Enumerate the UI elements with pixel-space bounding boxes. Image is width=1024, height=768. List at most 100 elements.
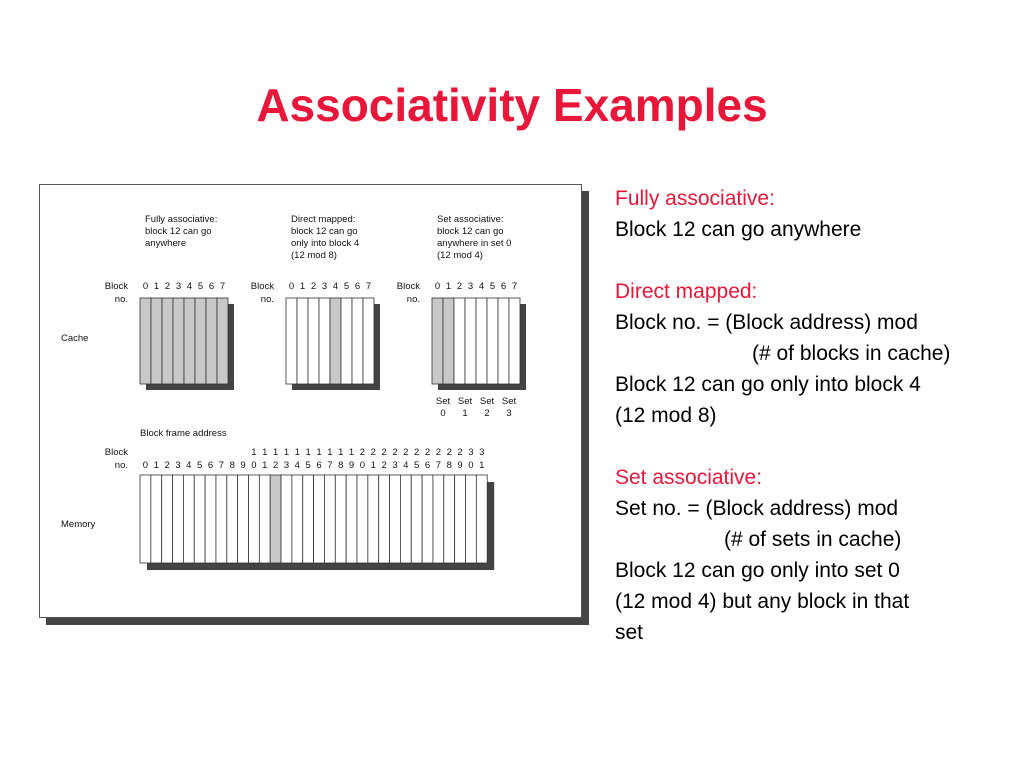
- memory-tens-digit-24: 2: [403, 447, 408, 458]
- cache-0-block-label: Block: [105, 281, 128, 292]
- memory-ones-digit-15: 5: [306, 460, 311, 471]
- memory-block-6: [204, 474, 217, 564]
- memory-block-10: [248, 474, 260, 564]
- memory-block-22: [378, 474, 390, 564]
- cache-2-block-3: [464, 297, 477, 385]
- memory-block-29: [454, 474, 466, 564]
- memory-block-21: [367, 474, 380, 564]
- memory-ones-digit-17: 7: [327, 460, 332, 471]
- cache-0-block-3: [172, 297, 185, 385]
- cache-1-no-label: no.: [261, 294, 274, 305]
- memory-tens-digit-17: 1: [327, 447, 332, 458]
- memory-ones-digit-4: 4: [186, 460, 191, 471]
- set-2-label: Set: [480, 396, 495, 407]
- cache-0-block-1: [150, 297, 163, 385]
- cache-1-block-7: [362, 297, 375, 385]
- memory-block-2: [161, 474, 173, 564]
- cache-1-block-6: [351, 297, 364, 385]
- cache-1-block-1: [296, 297, 309, 385]
- memory-block-23: [389, 474, 401, 564]
- memory-ones-digit-8: 8: [230, 460, 235, 471]
- cache-2-block-number-7: 7: [512, 281, 517, 292]
- memory-block-31: [475, 474, 488, 564]
- memory-tens-digit-30: 3: [468, 447, 473, 458]
- cache-1-block-number-7: 7: [366, 281, 371, 292]
- cache-2-no-label: no.: [407, 294, 420, 305]
- memory-block-25: [410, 474, 423, 564]
- memory-block-20: [356, 474, 369, 564]
- set-associative-heading: Set associative:: [615, 466, 763, 489]
- memory-block-16: [313, 474, 325, 564]
- cache-2-block-7: [508, 297, 521, 385]
- memory-ones-digit-31: 1: [479, 460, 484, 471]
- memory-tens-digit-16: 1: [316, 447, 321, 458]
- memory-ones-digit-29: 9: [457, 460, 462, 471]
- cache-0-block-number-1: 1: [154, 281, 159, 292]
- memory-tens-digit-11: 1: [262, 447, 267, 458]
- memory-ones-digit-6: 6: [208, 460, 213, 471]
- cache-0-block-number-3: 3: [176, 281, 181, 292]
- memory-ones-digit-28: 8: [447, 460, 452, 471]
- cache-2-caption-line-1: block 12 can go: [437, 226, 504, 237]
- cache-1-block-number-2: 2: [311, 281, 316, 292]
- cache-0-block-number-7: 7: [220, 281, 225, 292]
- memory-block-15: [302, 474, 315, 564]
- memory-tens-digit-25: 2: [414, 447, 419, 458]
- memory-ones-digit-0: 0: [143, 460, 148, 471]
- memory-block-0: [139, 474, 152, 564]
- memory-ones-digit-13: 3: [284, 460, 289, 471]
- memory-ones-digit-3: 3: [175, 460, 180, 471]
- memory-tens-digit-21: 2: [371, 447, 376, 458]
- direct-mapped-line-1: Block no. = (Block address) mod: [615, 311, 918, 334]
- memory-label: Memory: [61, 519, 96, 530]
- cache-1-block-2: [307, 297, 320, 385]
- cache-0-block-0: [139, 297, 152, 385]
- memory-block-14: [291, 474, 304, 564]
- cache-0-caption-line-1: block 12 can go: [145, 226, 212, 237]
- memory-block-7: [215, 474, 228, 564]
- direct-mapped-line-3: Block 12 can go only into block 4: [615, 373, 921, 396]
- cache-2-block-2: [453, 297, 466, 385]
- cache-2-block-number-4: 4: [479, 281, 484, 292]
- memory-block-9: [237, 474, 249, 564]
- memory-block-11: [258, 474, 271, 564]
- cache-0-block-6: [205, 297, 218, 385]
- memory-tens-digit-23: 2: [392, 447, 397, 458]
- memory-ones-digit-16: 6: [316, 460, 321, 471]
- memory-tens-digit-19: 1: [349, 447, 354, 458]
- cache-2-block-number-0: 0: [435, 281, 440, 292]
- cache-2-block-number-5: 5: [490, 281, 495, 292]
- cache-1-block-5: [340, 297, 353, 385]
- cache-2-block-number-3: 3: [468, 281, 473, 292]
- memory-ones-digit-5: 5: [197, 460, 202, 471]
- set-0-number: 0: [440, 408, 445, 419]
- memory-ones-digit-25: 5: [414, 460, 419, 471]
- cache-2-block-label: Block: [397, 281, 420, 292]
- memory-tens-digit-26: 2: [425, 447, 430, 458]
- cache-0-block-number-6: 6: [209, 281, 214, 292]
- cache-2-block-0: [431, 297, 444, 385]
- set-associative-line-3: Block 12 can go only into set 0: [615, 559, 900, 582]
- fully-associative-heading: Fully associative:: [615, 187, 775, 210]
- direct-mapped-line-4: (12 mod 8): [615, 404, 717, 427]
- set-associative-line-4: (12 mod 4) but any block in that: [615, 590, 910, 613]
- memory-tens-digit-22: 2: [381, 447, 386, 458]
- cache-0-block-number-5: 5: [198, 281, 203, 292]
- cache-1-caption-line-1: block 12 can go: [291, 226, 358, 237]
- memory-ones-digit-14: 4: [295, 460, 300, 471]
- memory-block-1: [150, 474, 163, 564]
- memory-block-30: [465, 474, 477, 564]
- cache-0-caption-line-0: Fully associative:: [145, 214, 217, 225]
- memory-ones-digit-23: 3: [392, 460, 397, 471]
- fully-associative-line-1: Block 12 can go anywhere: [615, 218, 862, 241]
- cache-0-block-5: [194, 297, 207, 385]
- memory-tens-digit-18: 1: [338, 447, 343, 458]
- memory-tens-digit-28: 2: [447, 447, 452, 458]
- set-associative-line-1: Set no. = (Block address) mod: [615, 497, 899, 520]
- memory-block-label: Block: [105, 447, 128, 458]
- cache-1-block-0: [285, 297, 298, 385]
- cache-2-caption-line-2: anywhere in set 0: [437, 238, 511, 249]
- cache-1-block-number-4: 4: [333, 281, 338, 292]
- set-1-label: Set: [458, 396, 473, 407]
